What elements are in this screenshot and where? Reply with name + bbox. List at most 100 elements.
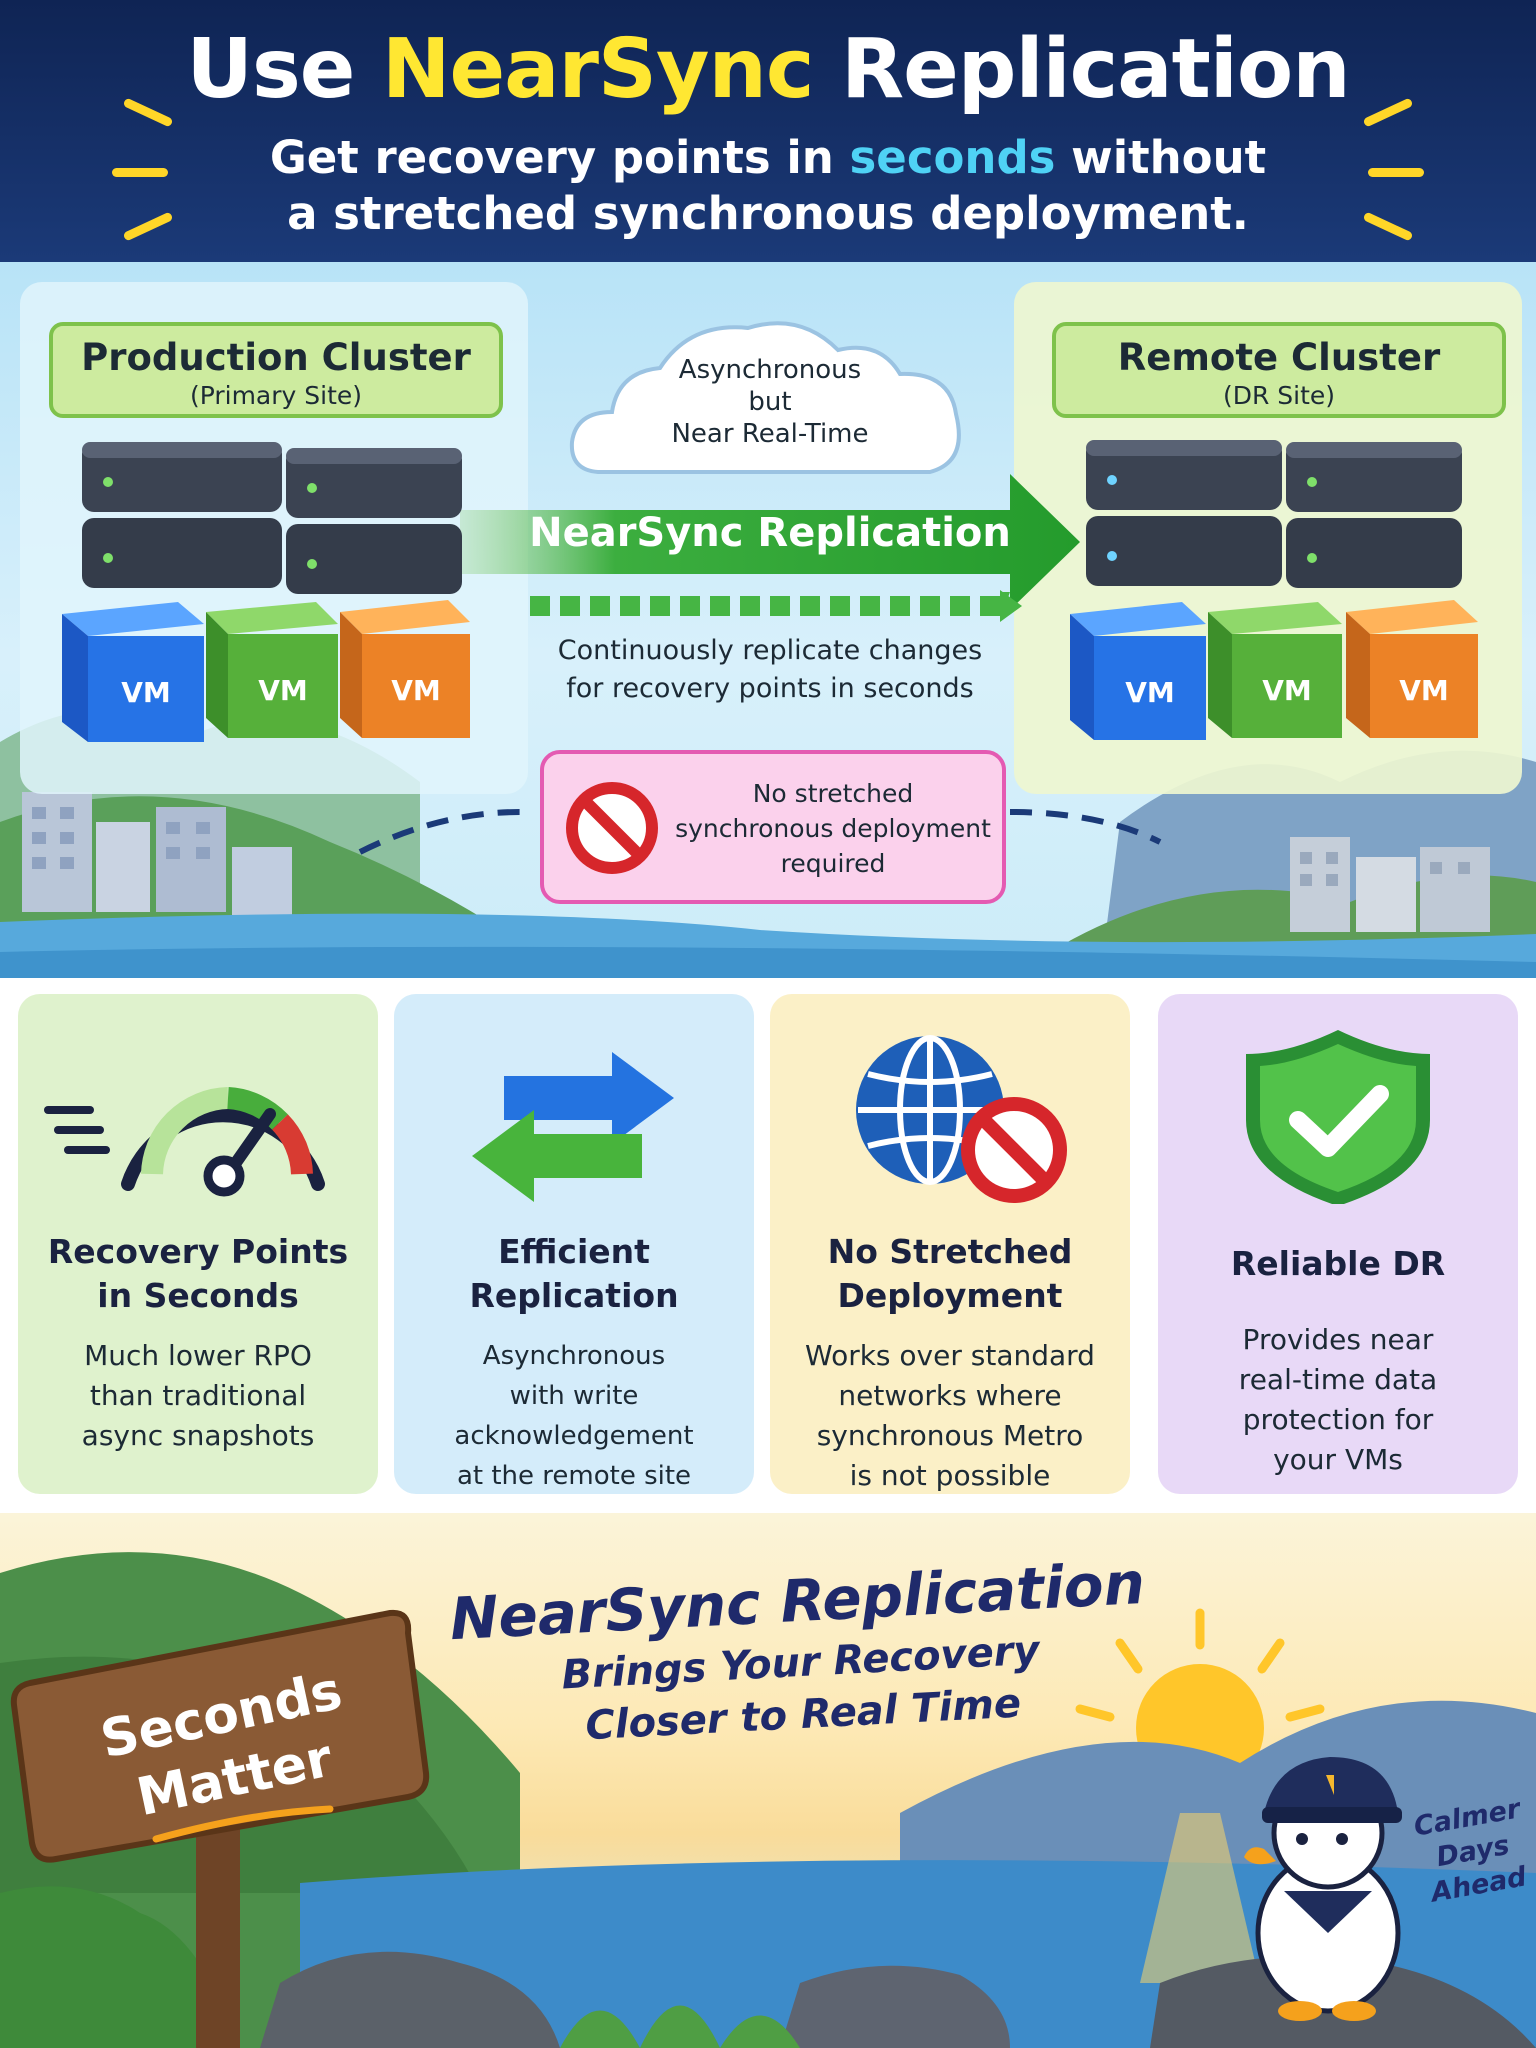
no-entry-icon (566, 782, 658, 874)
city-buildings-left (22, 792, 292, 917)
page-title: Use NearSync Replication (0, 22, 1536, 117)
feature-title: Reliable DR (1168, 1242, 1508, 1286)
subtitle-line-2: a stretched synchronous deployment. (287, 187, 1249, 240)
vm-cube-orange-dr (1346, 600, 1478, 738)
no-stretch-line-2: synchronous deployment (675, 814, 991, 843)
feature-desc-line-1: Works over standard (805, 1339, 1095, 1372)
feature-title-line-2: Deployment (837, 1276, 1063, 1315)
vm-label-1: VM (121, 676, 171, 709)
duck-mascot (1244, 1757, 1402, 2021)
feature-description: Much lower RPO than traditional async sn… (28, 1336, 368, 1456)
feature-desc-line-1: Provides near (1242, 1323, 1434, 1356)
feature-cards: Recovery Points in Seconds Much lower RP… (0, 978, 1536, 1513)
feature-desc-line-3: at the remote site (456, 1461, 692, 1491)
replication-arrow (460, 474, 1080, 610)
feature-title-line-1: Efficient (498, 1232, 650, 1271)
globe-blocked-icon (856, 1035, 1067, 1203)
swap-arrows-icon (472, 1052, 674, 1202)
dr-site-sub: (DR Site) (1222, 381, 1336, 410)
dotted-arrow (530, 590, 1022, 622)
server-stack-primary (82, 442, 462, 594)
vm-label-4: VM (1125, 676, 1175, 709)
rock-left (260, 1951, 560, 2048)
feature-description: Asynchronous with write acknowledgement … (404, 1336, 744, 1496)
feature-title: No Stretched Deployment (780, 1230, 1120, 1318)
primary-site-name: Production Cluster (81, 336, 471, 379)
vm-cube-blue-primary (62, 602, 204, 742)
feature-description: Works over standard networks where synch… (780, 1336, 1120, 1496)
speedometer-icon (44, 1087, 325, 1197)
footer-landscape-art (0, 1552, 1536, 2048)
wooden-sign (10, 1609, 430, 2048)
vm-cube-green-primary (206, 602, 338, 738)
vm-cube-blue-dr (1070, 602, 1206, 740)
feature-desc-line-1: Asynchronous (482, 1341, 666, 1371)
no-stretch-text: No stretched synchronous deployment requ… (668, 776, 998, 881)
dashed-link-right (1009, 809, 1162, 845)
header-banner: Use NearSync Replication Get recovery po… (0, 0, 1536, 262)
sparkle-ray-right-2 (1368, 168, 1424, 177)
replication-desc-line-2: for recovery points in seconds (566, 673, 974, 704)
no-stretch-line-1: No stretched (752, 779, 914, 808)
mascot-caption: Calmer Days Ahead (1400, 1790, 1536, 1913)
feature-title-line-2: in Seconds (97, 1276, 299, 1315)
replication-desc-line-1: Continuously replicate changes (557, 635, 983, 666)
grass-middle (560, 2005, 800, 2048)
feature-desc-line-2: real-time data (1238, 1363, 1438, 1396)
feature-title: Recovery Points in Seconds (28, 1230, 368, 1318)
no-stretch-callout: No stretched synchronous deployment requ… (540, 750, 1006, 904)
vm-label-6: VM (1399, 674, 1449, 707)
server-rack-3 (1086, 440, 1282, 586)
feature-title-line-1: Reliable DR (1230, 1244, 1446, 1283)
feature-title: Efficient Replication (404, 1230, 744, 1318)
feature-desc-line-4: is not possible (849, 1459, 1051, 1492)
title-text-start: Use (186, 22, 382, 117)
feature-desc-line-2: than traditional (89, 1379, 307, 1412)
feature-card-reliable-dr: Reliable DR Provides near real-time data… (1158, 994, 1518, 1494)
feature-title-line-1: No Stretched (827, 1232, 1073, 1271)
grass-left (0, 1886, 240, 2048)
feature-title-line-1: Recovery Points (47, 1232, 349, 1271)
city-buildings-right (1290, 837, 1490, 932)
dr-site-label: Remote Cluster (DR Site) (1052, 322, 1506, 418)
vm-cube-orange-primary (340, 600, 470, 738)
feature-desc-line-2: with write acknowledgement (454, 1381, 694, 1451)
cloud-line-2: but (748, 387, 792, 417)
dr-site-name: Remote Cluster (1117, 336, 1441, 379)
vm-label-5: VM (1262, 674, 1312, 707)
water-deep (0, 946, 1536, 978)
no-stretch-line-3: required (780, 849, 886, 878)
cloud-label: Asynchronous but Near Real-Time (600, 354, 940, 450)
feature-card-no-stretched: No Stretched Deployment Works over stand… (770, 994, 1130, 1494)
vm-label-2: VM (258, 674, 308, 707)
server-stack-dr (1086, 440, 1462, 588)
feature-desc-line-1: Much lower RPO (84, 1339, 312, 1372)
server-rack-1 (82, 442, 282, 588)
replication-description: Continuously replicate changes for recov… (520, 632, 1020, 708)
feature-desc-line-2: networks where (838, 1379, 1062, 1412)
title-highlight: NearSync (381, 22, 815, 117)
shield-check-icon (1246, 1030, 1430, 1204)
sun-reflection (1140, 1813, 1260, 1983)
feature-desc-line-3: synchronous Metro (816, 1419, 1084, 1452)
server-rack-2 (286, 448, 462, 594)
vm-cube-green-dr (1208, 602, 1342, 738)
title-text-end: Replication (813, 22, 1351, 117)
footer-scene: NearSync Replication Brings Your Recover… (0, 1513, 1536, 2048)
feature-title-line-2: Replication (469, 1276, 679, 1315)
feature-card-recovery-points: Recovery Points in Seconds Much lower RP… (18, 994, 378, 1494)
cloud-line-1: Asynchronous (678, 355, 862, 385)
feature-desc-line-3: protection for (1242, 1403, 1434, 1436)
vm-label-3: VM (391, 674, 441, 707)
diagram-foreground-art: VM VM VM VM VM VM (62, 321, 1478, 742)
cloud-shape (569, 321, 961, 474)
cloud-line-3: Near Real-Time (671, 419, 869, 449)
footer-tagline: NearSync Replication Brings Your Recover… (436, 1546, 1164, 1759)
sparkle-ray-left-2 (112, 168, 168, 177)
primary-site-label: Production Cluster (Primary Site) (49, 322, 503, 418)
feature-description: Provides near real-time data protection … (1168, 1320, 1508, 1480)
page-subtitle: Get recovery points in seconds without a… (0, 130, 1536, 242)
subtitle-text-start: Get recovery points in (269, 131, 850, 184)
replication-arrow-label: NearSync Replication (529, 510, 1011, 556)
feature-desc-line-3: async snapshots (81, 1419, 315, 1452)
